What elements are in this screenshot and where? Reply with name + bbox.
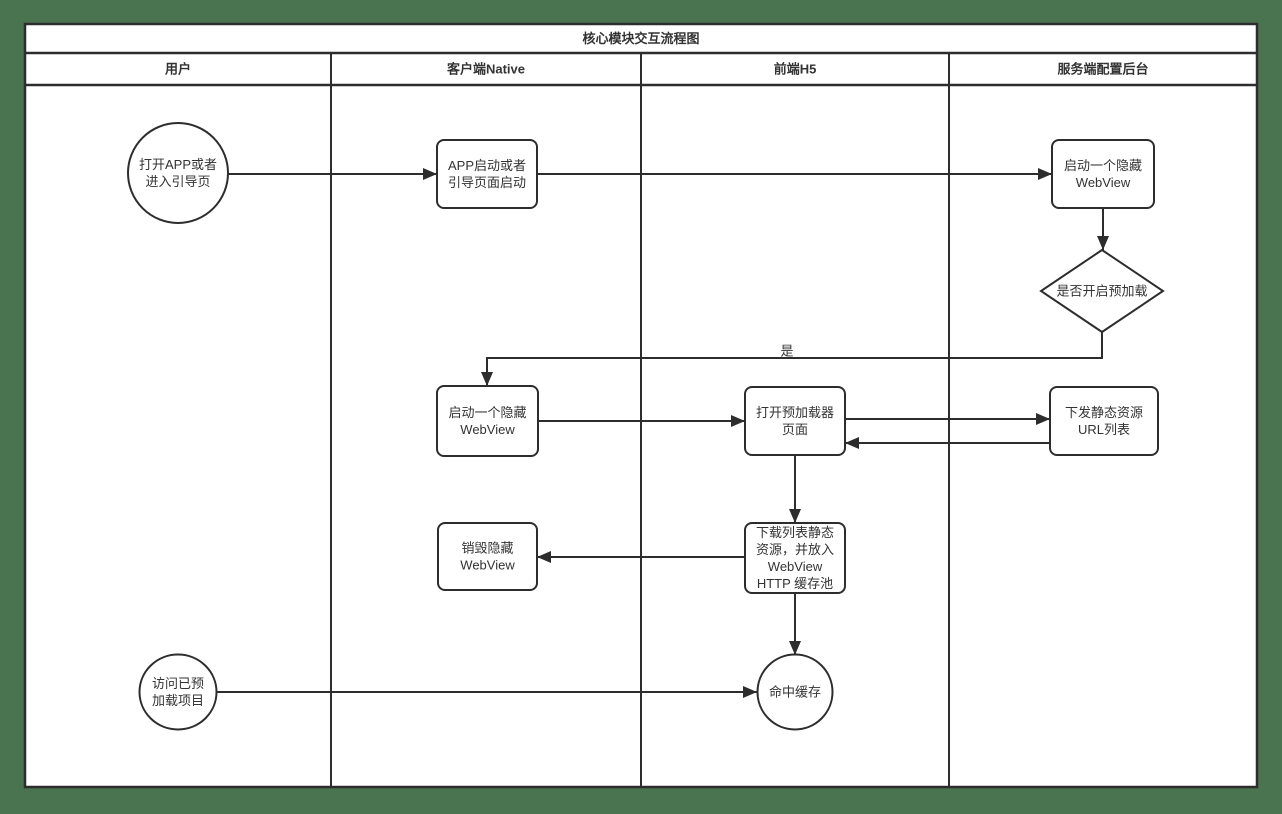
- node-shape-rect: [437, 522, 538, 591]
- node-shape-rect: [744, 386, 846, 456]
- node-open-app-start: 打开APP或者进入引导页: [127, 122, 229, 224]
- edge-label-decision-to-client-webview: 是: [780, 344, 793, 359]
- node-label: 是否开启预加载: [1056, 284, 1147, 299]
- diagram-title: 核心模块交互流程图: [582, 31, 699, 46]
- node-label: APP启动或者引导页面启动: [448, 158, 526, 190]
- node-shape-rect: [1049, 386, 1159, 456]
- node-shape-rect: [1051, 139, 1155, 209]
- node-open-preloader-page: 打开预加载器页面: [744, 386, 846, 456]
- node-shape-circle: [138, 653, 218, 731]
- node-shape-rect: [436, 139, 538, 209]
- node-visit-preloaded: 访问已预加载项目: [138, 653, 218, 731]
- lane-header-frontend-h5: 前端H5: [774, 62, 817, 77]
- node-label: 命中缓存: [769, 685, 821, 700]
- node-shape-rect: [436, 385, 539, 457]
- node-app-launch: APP启动或者引导页面启动: [436, 139, 538, 209]
- node-shape-circle: [756, 653, 834, 731]
- node-cache-hit: 命中缓存: [756, 653, 834, 731]
- node-shape-rect: [744, 522, 846, 594]
- edge-decision-to-client-webview: [481, 332, 1103, 386]
- lane-header-user: 用户: [164, 62, 191, 77]
- node-label: 访问已预加载项目: [152, 676, 204, 708]
- lane-header-client-native: 客户端Native: [447, 62, 525, 77]
- node-label: 打开APP或者进入引导页: [139, 157, 217, 189]
- node-label: 打开预加载器页面: [756, 405, 834, 437]
- node-shape-diamond: [1039, 248, 1165, 334]
- node-preload-decision: 是否开启预加载: [1039, 248, 1165, 334]
- lane-header-server-config: 服务端配置后台: [1057, 62, 1148, 77]
- node-shape-circle: [127, 122, 229, 224]
